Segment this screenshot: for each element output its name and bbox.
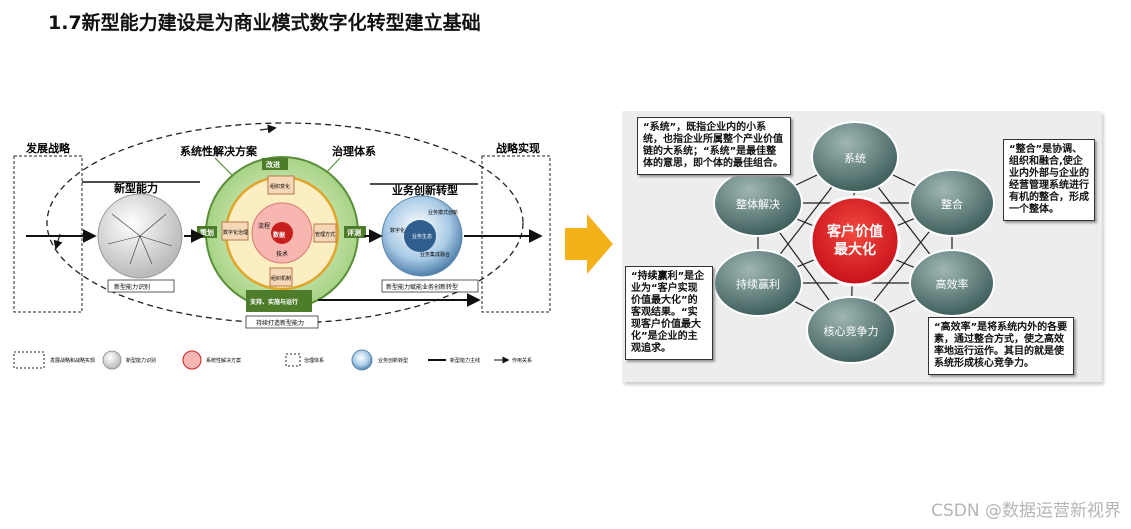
- note-integration: “整合”是协调、组织和融合,使企业内外部与企业的经营管理系统进行有机的整合，形成…: [1003, 139, 1095, 221]
- mgmt-box: [313, 223, 337, 243]
- center-value-line2: 最大化: [834, 241, 876, 258]
- biz-digital-label: 数字化: [390, 227, 405, 234]
- org-struct-label: 组织机制: [271, 275, 291, 282]
- support-label: 支持、实施与运行: [249, 298, 298, 306]
- evaluate-tag: [344, 226, 366, 238]
- new-capability-label: 新型能力: [114, 181, 158, 195]
- evaluate-label: 评测: [347, 228, 361, 237]
- improve-tag: [262, 158, 288, 170]
- svg-text:系统: 系统: [844, 152, 866, 165]
- svg-text:持续赢利: 持续赢利: [736, 277, 780, 291]
- identify-box: [107, 279, 175, 293]
- mgmt-label: 管理方式: [315, 231, 335, 238]
- customer-value-network: 客户价值 最大化 系统 整合 高效率 核心竞争力 持续赢利 整体解决: [713, 121, 995, 364]
- node-sustained-profit: 持续赢利: [713, 249, 803, 317]
- strategy-dev-box: [13, 155, 83, 313]
- biz-ecosystem-label: 业务生态: [412, 233, 432, 240]
- biz-new-label: 业务模式创新: [428, 209, 458, 216]
- svg-text:整体解决: 整体解决: [736, 197, 780, 211]
- governance-label: 治理体系: [332, 144, 376, 158]
- system-solution-label: 系统性解决方案: [180, 144, 258, 158]
- enable-box: [381, 279, 479, 293]
- digital-gov-label: 数字化治理: [223, 229, 248, 236]
- legend: 发展战略和战略实现 新型能力识别 系统性解决方案 治理体系 业务创新转型 新型能…: [13, 349, 532, 371]
- strategy-dev-label: 发展战略: [25, 141, 71, 155]
- business-transform-label: 业务创新转型: [392, 183, 458, 197]
- enable-label: 新型能力赋能业务创新转型: [386, 283, 458, 291]
- legend-strategy: 发展战略和战略实现: [50, 357, 95, 364]
- svg-text:核心竞争力: 核心竞争力: [824, 324, 879, 338]
- strategy-real-label: 战略实现: [496, 141, 540, 155]
- biz-fusion-label: 业务集成融合: [420, 251, 450, 258]
- legend-identify: 新型能力识别: [126, 357, 156, 364]
- node-core-competence: 核心竞争力: [806, 296, 896, 364]
- watermark: CSDN @数据运营新视界: [931, 501, 1121, 521]
- svg-text:高效率: 高效率: [936, 277, 969, 291]
- build-label: 持续打造新型能力: [256, 319, 304, 327]
- strategy-real-box: [481, 155, 551, 313]
- node-total-solution: 整体解决: [713, 169, 803, 237]
- center-value-node: [809, 195, 901, 287]
- note-efficiency: “高效率”是将系统内外的各要素，通过整合方式，使之高效率地运行运作。其目的就是使…: [928, 317, 1074, 375]
- legend-relation: 作用关系: [512, 357, 532, 364]
- legend-governance: 治理体系: [304, 357, 324, 364]
- customer-value-panel: 客户价值 最大化 系统 整合 高效率 核心竞争力 持续赢利 整体解决 “系统”，…: [622, 111, 1102, 382]
- legend-solution: 系统性解决方案: [206, 357, 241, 364]
- node-efficiency: 高效率: [909, 249, 995, 317]
- transition-arrow-icon: [565, 214, 613, 274]
- strategy-cycle-ellipse: [46, 122, 524, 324]
- legend-business: 业务创新转型: [378, 357, 408, 364]
- org-struct-box: [269, 267, 293, 287]
- digital-gov-box: [221, 221, 249, 241]
- center-value-line1: 客户价值: [826, 223, 883, 240]
- page-title: 1.7新型能力建设是为商业模式数字化转型建立基础: [48, 12, 481, 34]
- legend-mainline: 新型能力主线: [450, 357, 480, 364]
- identify-label: 新型能力识别: [114, 283, 150, 291]
- improve-label: 改进: [266, 160, 280, 169]
- biz-change-label: 组织变化: [270, 183, 290, 190]
- support-tag: [246, 290, 312, 312]
- note-profit: “持续赢利”是企业为“客户实现价值最大化”的客观结果。“实现客户价值最大化”是企…: [625, 266, 713, 360]
- biz-change-box: [267, 175, 295, 195]
- node-system: 系统: [811, 121, 899, 193]
- build-box: [245, 315, 319, 329]
- plan-label: 策划: [199, 228, 214, 237]
- svg-text:整合: 整合: [941, 197, 963, 211]
- process-label: 流程: [258, 222, 270, 230]
- node-integration: 整合: [909, 169, 995, 237]
- data-core-label: 数据: [273, 231, 285, 239]
- tech-label: 技术: [276, 250, 288, 258]
- capability-framework-diagram: 发展战略 战略实现 新型能力 新型能力识别 系统性解决方案 治理体系 数据 流程…: [13, 122, 551, 371]
- note-system: “系统”，既指企业内的小系统，也指企业所属整个产业价值链的大系统；“系统”是最佳…: [637, 117, 791, 175]
- data-core: [271, 222, 293, 244]
